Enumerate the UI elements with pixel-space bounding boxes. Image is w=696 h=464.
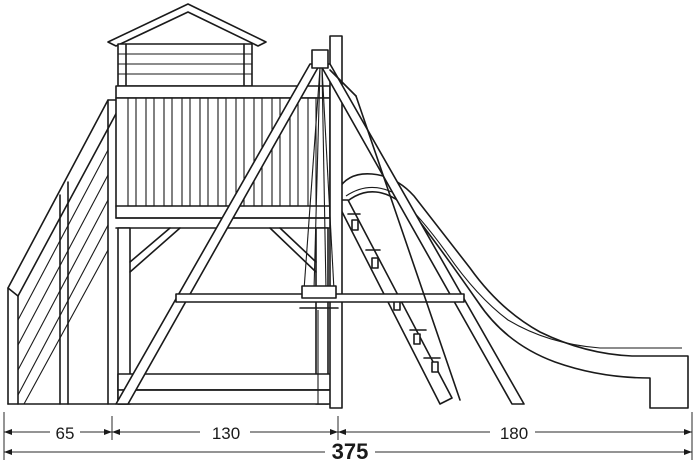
tower-railing — [115, 85, 331, 229]
dimension-tower-label: 130 — [212, 424, 240, 443]
swing — [299, 67, 339, 404]
swing-seat — [301, 285, 337, 299]
dimension-total-label: 375 — [332, 439, 369, 464]
dimension-slide-label: 180 — [500, 424, 528, 443]
roof-house — [107, 3, 267, 87]
dimension-stairs-label: 65 — [56, 424, 75, 443]
stairs-ramp — [7, 99, 119, 405]
dimension-lines — [3, 412, 693, 460]
